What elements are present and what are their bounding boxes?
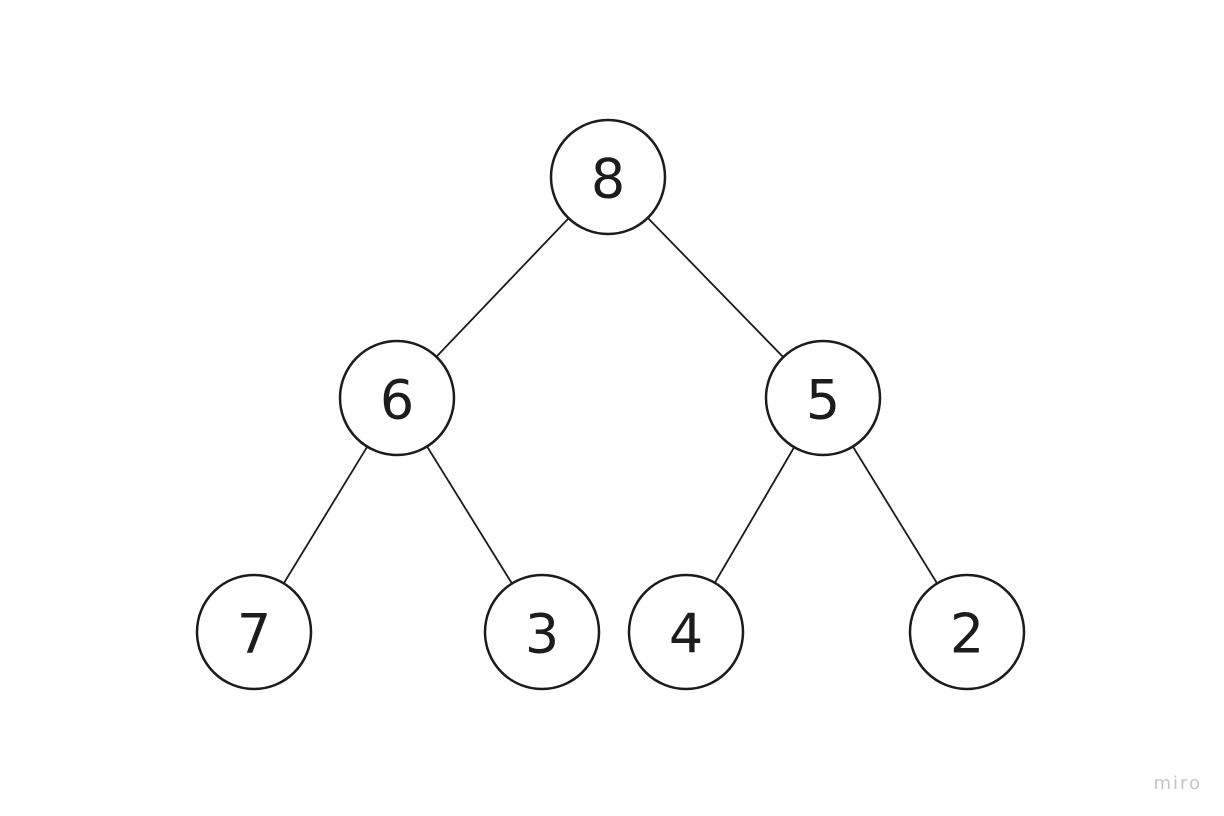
tree-node-5[interactable]: 5 — [764, 339, 882, 457]
tree-node-circle-6[interactable] — [338, 339, 456, 457]
tree-nodes-layer: 8 6 5 7 3 4 2 — [195, 118, 1026, 691]
tree-node-label-7: 7 — [237, 603, 271, 666]
tree-node-label-6: 6 — [380, 369, 414, 432]
tree-node-circle-3[interactable] — [483, 573, 601, 691]
tree-node-4[interactable]: 4 — [627, 573, 745, 691]
tree-node-circle-2[interactable] — [908, 573, 1026, 691]
tree-node-7[interactable]: 7 — [195, 573, 313, 691]
tree-node-label-3: 3 — [525, 603, 559, 666]
tree-node-circle-8[interactable] — [549, 118, 667, 236]
tree-node-label-8: 8 — [591, 148, 625, 211]
tree-node-circle-4[interactable] — [627, 573, 745, 691]
tree-node-3[interactable]: 3 — [483, 573, 601, 691]
tree-node-label-2: 2 — [950, 603, 984, 666]
tree-node-2[interactable]: 2 — [908, 573, 1026, 691]
miro-watermark: miro — [1153, 773, 1202, 794]
tree-node-6[interactable]: 6 — [338, 339, 456, 457]
tree-node-circle-7[interactable] — [195, 573, 313, 691]
tree-node-label-4: 4 — [669, 603, 703, 666]
tree-node-8[interactable]: 8 — [549, 118, 667, 236]
tree-node-circle-5[interactable] — [764, 339, 882, 457]
tree-node-label-5: 5 — [806, 369, 840, 432]
